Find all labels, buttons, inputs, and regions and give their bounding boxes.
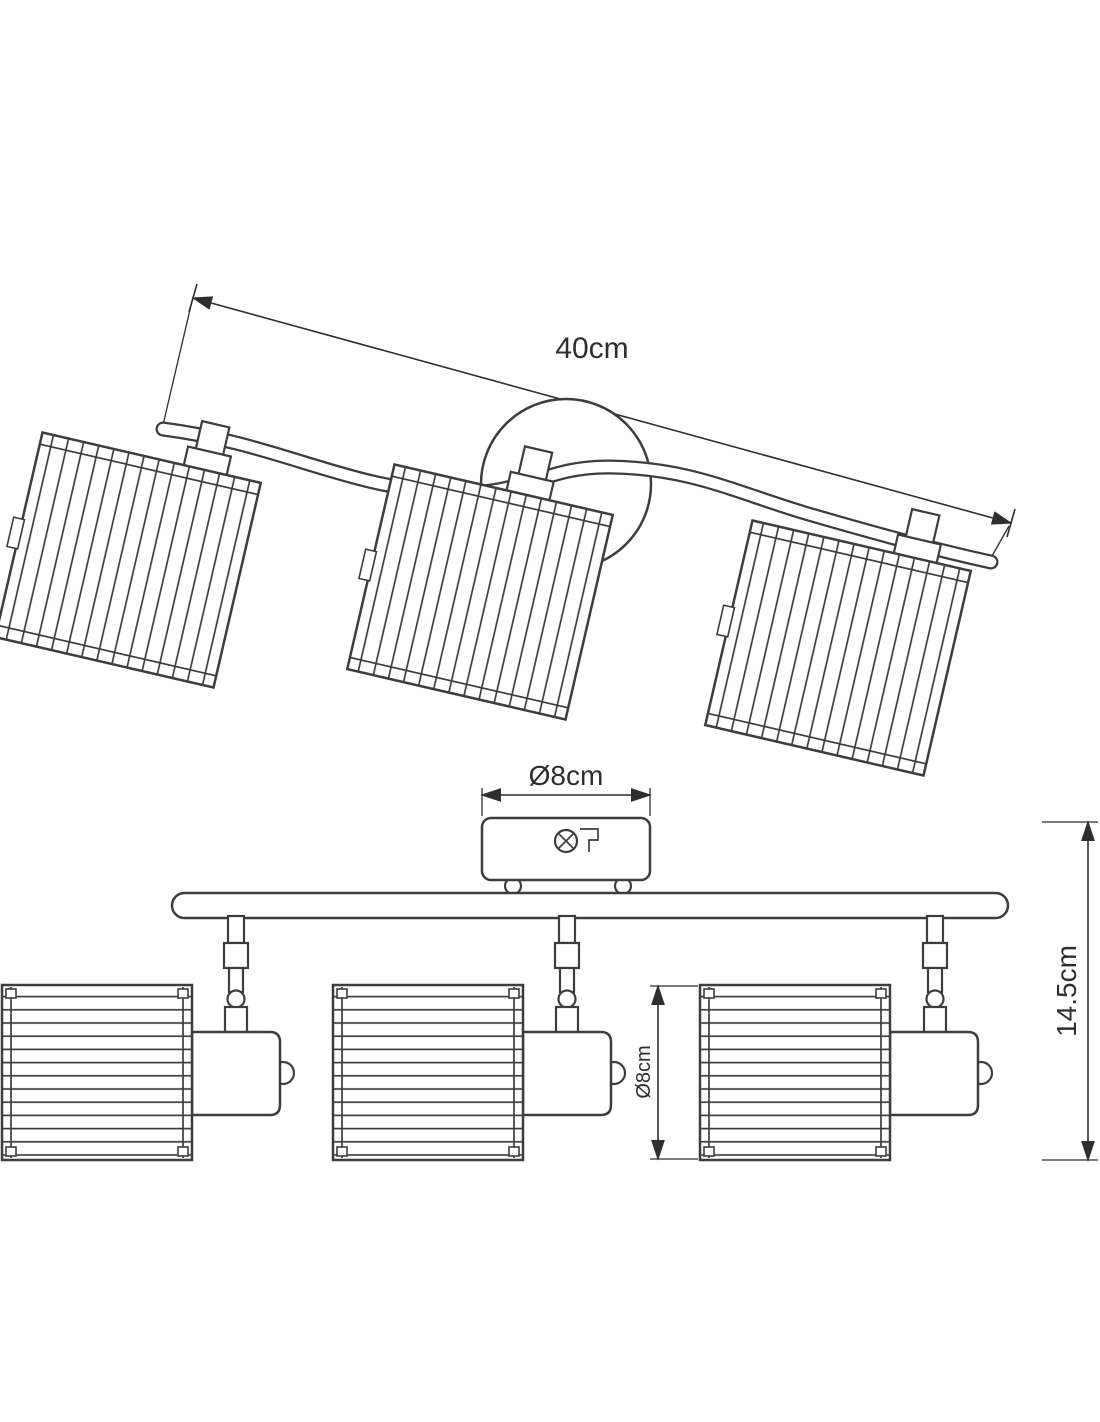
- ball-joint: [557, 989, 577, 1009]
- shade-rim-line: [391, 475, 611, 528]
- holder-neck: [554, 1005, 580, 1035]
- dimension-shade-diameter: Ø8cm: [633, 984, 698, 1161]
- swivel-collar: [222, 941, 250, 970]
- spot-shade-top-right: [703, 507, 973, 778]
- shade-ribbed-body: [698, 983, 892, 1162]
- extension-line: [991, 525, 1010, 557]
- shade-ribbed-body: [0, 983, 194, 1162]
- lamp-holder-housing: [888, 1030, 980, 1117]
- shade-clip: [5, 516, 26, 550]
- swivel-stem: [926, 966, 944, 994]
- shade-rim-line: [39, 443, 259, 496]
- lamp-holder-housing: [521, 1030, 613, 1117]
- screw-cross: [558, 833, 574, 849]
- shade-clip: [875, 1146, 887, 1157]
- lamp-assembly-front-left: [0, 914, 296, 1162]
- shade-clip: [5, 988, 17, 999]
- dimension-fixture-height: 14.5cm: [1042, 820, 1098, 1162]
- lamp-holder-housing: [190, 1030, 282, 1117]
- swivel-stem: [227, 966, 245, 994]
- shade-clip: [5, 1146, 17, 1157]
- spot-shade-top-center: [345, 445, 615, 722]
- shade-clip: [508, 1146, 520, 1157]
- swivel-stem: [558, 966, 576, 994]
- swivel-stem: [226, 914, 246, 945]
- swivel-stem: [557, 914, 577, 945]
- shade-clip: [336, 1146, 348, 1157]
- shade-clip: [177, 1146, 189, 1157]
- mounting-track: [170, 891, 1010, 920]
- lamp-assembly-front-center: [331, 914, 627, 1162]
- shade-clip: [715, 604, 736, 638]
- shade-rim-line: [707, 712, 927, 765]
- shade-clip: [357, 548, 378, 582]
- shade-clip: [703, 1146, 715, 1157]
- extension-line: [162, 300, 193, 426]
- swivel-collar: [921, 941, 949, 970]
- dimension-canopy-diameter: Ø8cm: [480, 760, 652, 816]
- lamp-assembly-front-right: [698, 914, 994, 1162]
- dimension-fixture-height-label: 14.5cm: [1051, 945, 1082, 1037]
- spot-shade-top-left: [0, 419, 263, 690]
- ball-joint: [925, 989, 945, 1009]
- front-elevation-view: Ø8cm: [0, 760, 1098, 1162]
- shade-rim-line: [349, 656, 569, 709]
- holder-neck: [223, 1005, 249, 1035]
- shade-clip: [177, 988, 189, 999]
- canopy-bracket-detail: [580, 828, 599, 852]
- swivel-stem: [925, 914, 945, 945]
- shade-clip: [508, 988, 520, 999]
- shade-rim-line: [0, 624, 217, 677]
- dimension-shade-diameter-label: Ø8cm: [633, 1045, 655, 1098]
- top-perspective-view: 40cm: [0, 283, 1016, 778]
- swivel-collar: [553, 941, 581, 970]
- ball-joint: [226, 989, 246, 1009]
- dimension-overall-width-label: 40cm: [555, 332, 628, 365]
- shade-ribbed-body: [331, 983, 525, 1162]
- shade-clip: [336, 988, 348, 999]
- shade-clip: [703, 988, 715, 999]
- shade-clip: [875, 988, 887, 999]
- holder-neck: [922, 1005, 948, 1035]
- support-bar: [157, 423, 997, 568]
- dimension-canopy-diameter-label: Ø8cm: [529, 760, 604, 791]
- shade-rim-line: [749, 531, 969, 584]
